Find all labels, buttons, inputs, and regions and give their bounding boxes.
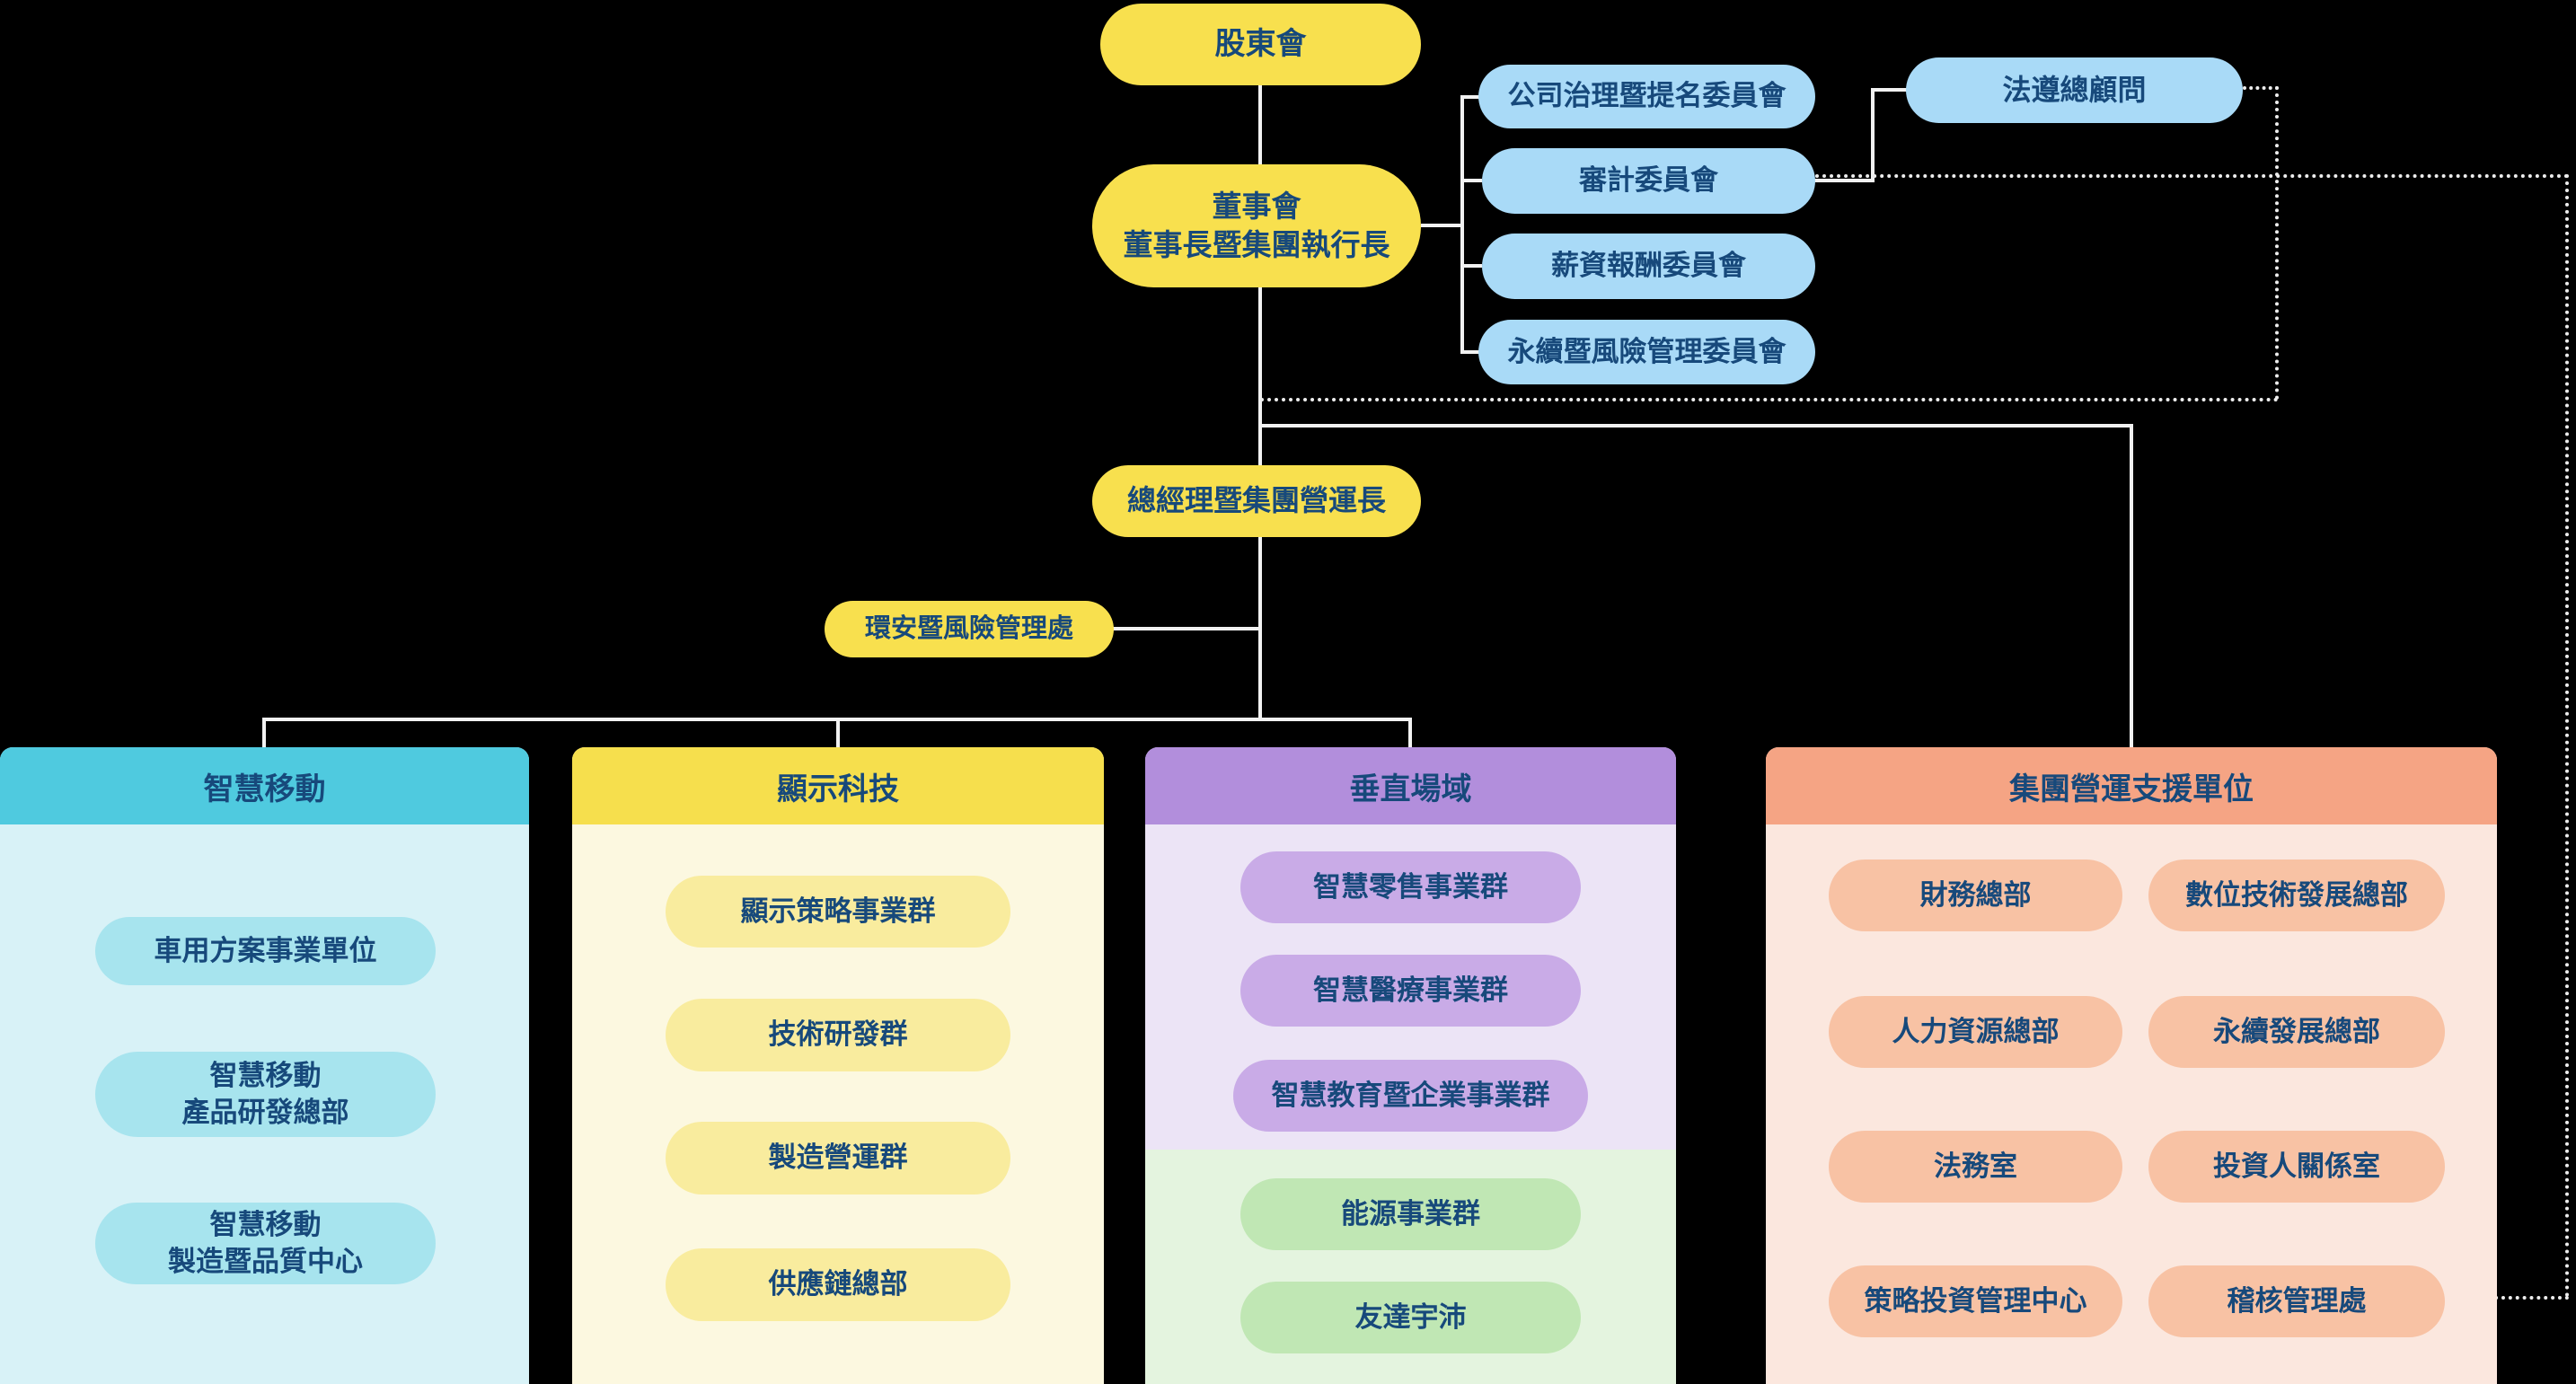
committee-audit: 審計委員會: [1482, 148, 1815, 214]
connector-gm-down-v: [1258, 535, 1262, 721]
group-vertical-domains: 垂直場域 智慧零售事業群 智慧醫療事業群 智慧教育暨企業事業群 能源事業群 友達…: [1145, 747, 1676, 1384]
org-unit-hr-hq: 人力資源總部: [1829, 996, 2122, 1068]
connector-committee4-stub: [1462, 350, 1482, 354]
connector-audit-counsel-h1: [1813, 179, 1875, 182]
node-general-manager: 總經理暨集團營運長: [1092, 465, 1421, 537]
connector-shareholders-board: [1258, 84, 1262, 166]
org-unit-smart-education-enterprise: 智慧教育暨企業事業群: [1233, 1060, 1588, 1132]
dotted-to-audit-division: [2445, 1296, 2569, 1300]
group-display-technology-header: 顯示科技: [572, 747, 1104, 824]
org-unit-auo-envirotech: 友達宇沛: [1240, 1282, 1581, 1353]
connector-ehs-h: [1112, 627, 1260, 630]
org-unit-sm-product-rd: 智慧移動 產品研發總部: [95, 1052, 436, 1137]
node-compliance-counsel: 法遵總顧問: [1906, 57, 2243, 123]
org-unit-manufacturing-ops: 製造營運群: [666, 1122, 1010, 1194]
org-unit-sustainability-hq: 永續發展總部: [2148, 996, 2445, 1068]
group-operation-support: 集團營運支援單位 財務總部 人力資源總部 法務室 策略投資管理中心 數位技術發展…: [1766, 747, 2497, 1384]
dotted-counsel-to-mainline: [1260, 398, 2279, 401]
org-unit-energy: 能源事業群: [1240, 1178, 1581, 1250]
group-smart-mobility: 智慧移動 車用方案事業單位 智慧移動 產品研發總部 智慧移動 製造暨品質中心: [0, 747, 529, 1384]
org-unit-finance-hq: 財務總部: [1829, 859, 2122, 931]
connector-audit-counsel-h2: [1871, 88, 1908, 92]
connector-board-committees-h: [1421, 224, 1464, 227]
connector-committee3-stub: [1462, 264, 1482, 268]
org-unit-audit-division: 稽核管理處: [2148, 1265, 2445, 1337]
group-display-technology: 顯示科技 顯示策略事業群 技術研發群 製造營運群 供應鏈總部: [572, 747, 1104, 1384]
connector-committee2-stub: [1462, 179, 1482, 182]
connector-support-group-v: [2130, 424, 2133, 749]
connector-branch-support-h: [1258, 424, 2133, 428]
group-operation-support-header: 集團營運支援單位: [1766, 747, 2497, 824]
connector-display-tech-stub: [836, 718, 840, 749]
node-shareholders-meeting: 股東會: [1100, 4, 1421, 85]
connector-audit-counsel-v: [1871, 88, 1875, 182]
node-board-of-directors: 董事會 董事長暨集團執行長: [1092, 164, 1421, 287]
org-unit-smart-retail: 智慧零售事業群: [1240, 851, 1581, 923]
connector-committee1-stub: [1462, 95, 1482, 99]
node-ehs-risk-division: 環安暨風險管理處: [825, 601, 1114, 657]
connector-committees-bracket-v: [1460, 95, 1464, 354]
org-unit-strategic-investment: 策略投資管理中心: [1829, 1265, 2122, 1337]
dotted-right-edge-down: [2565, 174, 2569, 1298]
committee-governance-nomination: 公司治理暨提名委員會: [1478, 65, 1815, 128]
org-unit-sm-mfg-quality: 智慧移動 製造暨品質中心: [95, 1203, 436, 1284]
connector-smart-mobility-stub: [262, 718, 266, 749]
committee-compensation: 薪資報酬委員會: [1482, 234, 1815, 299]
org-unit-smart-medical: 智慧醫療事業群: [1240, 955, 1581, 1027]
org-unit-investor-relations: 投資人關係室: [2148, 1131, 2445, 1203]
connector-board-gm-v: [1258, 286, 1262, 467]
org-unit-legal-office: 法務室: [1829, 1131, 2122, 1203]
org-unit-supply-chain: 供應鏈總部: [666, 1248, 1010, 1321]
dotted-counsel-down: [2275, 86, 2279, 400]
org-unit-automotive-solutions: 車用方案事業單位: [95, 917, 436, 985]
org-unit-digital-tech-hq: 數位技術發展總部: [2148, 859, 2445, 931]
dotted-audit-right: [1815, 174, 2569, 178]
org-unit-display-strategy: 顯示策略事業群: [666, 876, 1010, 948]
org-unit-technology-rd: 技術研發群: [666, 999, 1010, 1071]
dotted-counsel-right: [2243, 86, 2279, 90]
connector-vertical-domains-stub: [1408, 718, 1412, 749]
committee-sustainability-risk: 永續暨風險管理委員會: [1478, 320, 1815, 384]
group-smart-mobility-header: 智慧移動: [0, 747, 529, 824]
group-vertical-domains-header: 垂直場域: [1145, 747, 1676, 824]
